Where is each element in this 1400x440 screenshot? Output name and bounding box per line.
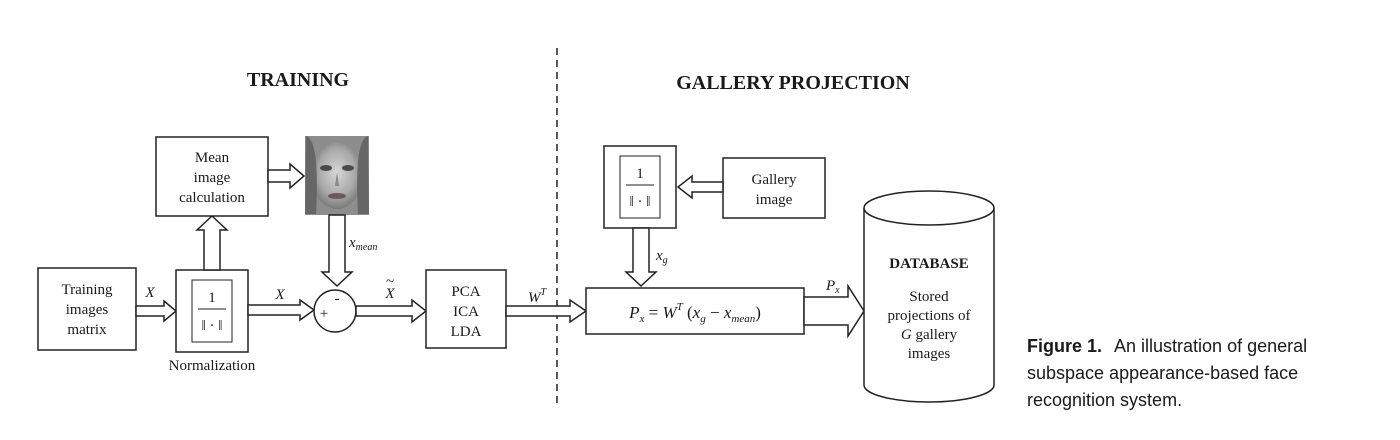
gallery-norm-denominator: ‖ · ‖ [630,194,651,210]
arrow-methods-to-projection [505,298,588,324]
symbol-tilde: ~ [386,274,394,290]
gallery-image-line-2: image [756,192,793,208]
normalization-box: 1 ‖ · ‖ [175,269,249,353]
symbol-x-input: X [144,285,155,301]
gallery-normalization-box: 1 ‖ · ‖ [603,145,677,229]
mean-image-line-1: Mean [195,150,230,166]
arrow-mean-to-face [267,162,306,190]
database-line-4: images [908,346,951,362]
arrow-gallery-norm-to-formula [624,227,658,288]
projection-formula-box: Px = WT (xg − xmean) [585,287,805,335]
arrow-face-to-subtractor [320,214,354,288]
methods-box: PCA ICA LDA [425,269,507,349]
training-images-line-2: images [66,302,109,318]
symbol-x-norm: X [274,287,285,303]
method-lda: LDA [451,324,482,340]
symbol-x-tilde: X [384,286,395,302]
mean-image-line-3: calculation [179,190,245,206]
symbol-p-x: Px [825,278,840,296]
norm-numerator: 1 [208,290,216,306]
arrow-training-to-norm [135,299,178,323]
mean-face-image [305,136,369,215]
arrow-norm-to-mean [195,214,229,271]
database-line-2: projections of [888,308,971,324]
gallery-image-line-1: Gallery [752,172,797,188]
method-pca: PCA [451,284,480,300]
mean-image-line-2: image [194,170,231,186]
database-cylinder: DATABASE Stored projections of G gallery… [863,190,995,403]
symbol-x-g: xg [655,248,668,266]
mean-image-box: Mean image calculation [155,136,269,217]
arrow-gallery-to-norm [676,174,724,200]
arrow-norm-to-subtractor [247,298,316,322]
figure-caption: Figure 1.An illustration of general subs… [1027,333,1387,414]
method-ica: ICA [453,304,479,320]
projection-formula: Px = WT (xg − xmean) [628,301,761,325]
training-images-line-3: matrix [67,322,107,338]
symbol-w-transpose: WT [528,287,548,306]
training-heading: TRAINING [247,69,350,91]
arrow-subtractor-to-methods [355,298,428,324]
arrow-formula-to-database [803,283,865,339]
minus-sign: - [335,291,340,307]
training-images-line-1: Training [61,282,113,298]
symbol-x-mean: xmean [348,235,377,253]
caption-text: An illustration of general subspace appe… [1027,336,1308,410]
gallery-norm-numerator: 1 [636,166,644,182]
database-line-3: G gallery [901,327,958,343]
norm-denominator: ‖ · ‖ [202,318,223,334]
database-title: DATABASE [889,256,968,272]
gallery-image-box: Gallery image [722,157,826,219]
database-line-1: Stored [909,289,949,305]
caption-label: Figure 1. [1027,336,1103,356]
training-images-box: Training images matrix [37,267,137,351]
subtractor-node: - + [313,289,357,333]
normalization-label: Normalization [169,358,256,374]
plus-sign: + [320,306,328,322]
gallery-projection-heading: GALLERY PROJECTION [676,72,910,94]
